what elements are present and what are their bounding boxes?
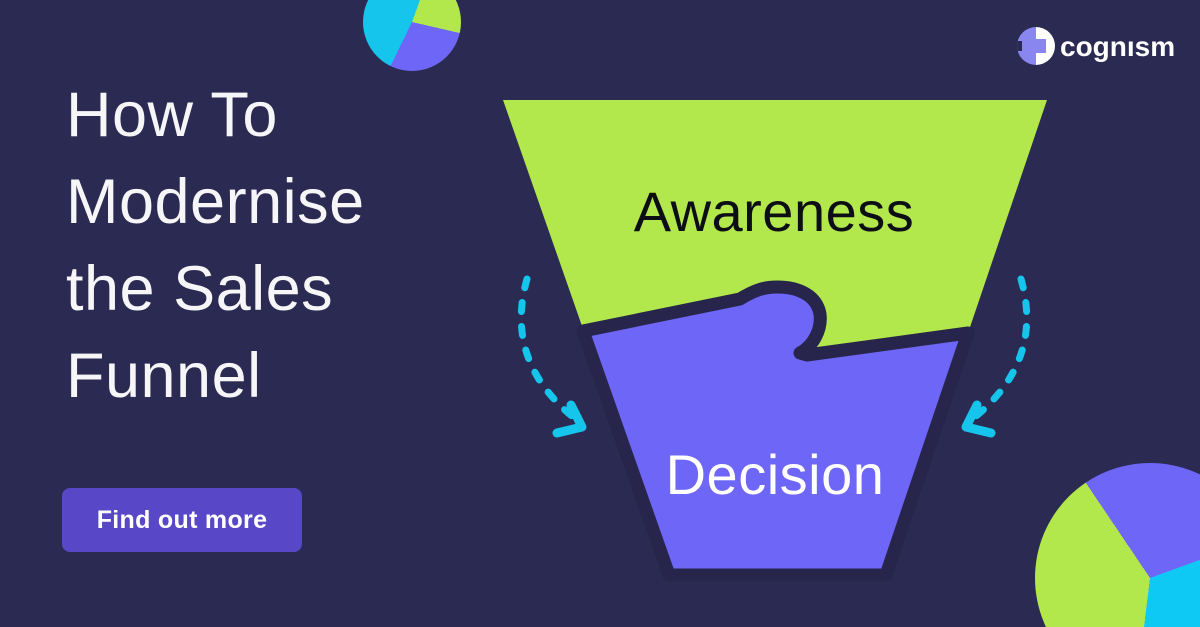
banner-title-line: the Sales (66, 254, 334, 324)
funnel-stage-decision-shape (576, 280, 975, 582)
dashed-arrow-left-icon (517, 275, 587, 438)
banner-title-line: How To (66, 80, 278, 150)
cognism-logo-text: cognısm (1060, 30, 1176, 62)
banner-title: How To Modernise the Sales Funnel (66, 72, 365, 420)
find-out-more-button[interactable]: Find out more (62, 488, 302, 552)
banner-title-line: Funnel (66, 341, 262, 411)
cognism-logo: cognısm (1017, 27, 1175, 65)
cognism-logo-icon (1017, 27, 1055, 65)
dashed-arrow-right-icon (961, 275, 1031, 438)
banner-title-line: Modernise (66, 167, 365, 237)
